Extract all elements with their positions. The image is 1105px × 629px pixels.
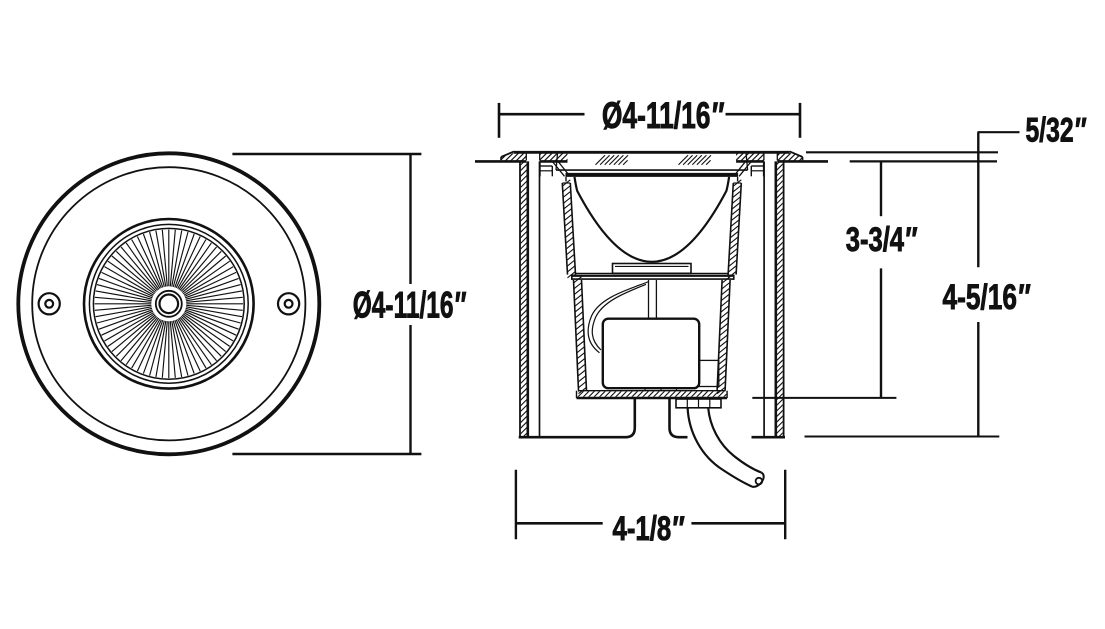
svg-text:Ø4-11/16″: Ø4-11/16″ (353, 284, 467, 325)
svg-text:4-1/8″: 4-1/8″ (613, 511, 685, 548)
svg-text:5/32″: 5/32″ (1026, 112, 1087, 150)
svg-text:3-3/4″: 3-3/4″ (846, 221, 918, 258)
svg-text:4-5/16″: 4-5/16″ (943, 277, 1031, 317)
svg-text:Ø4-11/16″: Ø4-11/16″ (602, 95, 725, 136)
